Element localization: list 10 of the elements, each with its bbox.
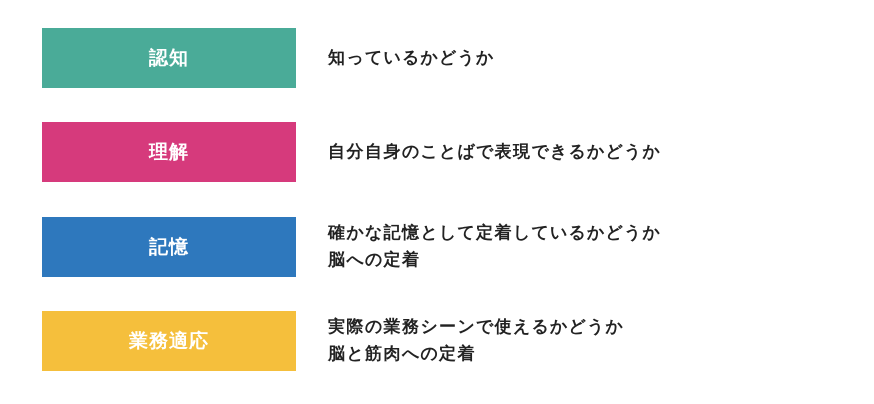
description-text: 自分自身のことばで表現できるかどうか <box>328 140 661 164</box>
category-box: 理解 <box>42 122 296 182</box>
category-box: 業務適応 <box>42 311 296 371</box>
description-text: 脳への定着 <box>328 249 422 272</box>
category-box: 認知 <box>42 28 296 88</box>
description-text: 知っているかどうか <box>328 46 494 70</box>
category-box: 記憶 <box>42 217 296 277</box>
description-text: 確かな記憶として定着しているかどうか <box>328 222 661 245</box>
description-text: 脳と筋肉への定着 <box>328 343 477 366</box>
description-text: 実際の業務シーンで使えるかどうか <box>328 316 624 339</box>
